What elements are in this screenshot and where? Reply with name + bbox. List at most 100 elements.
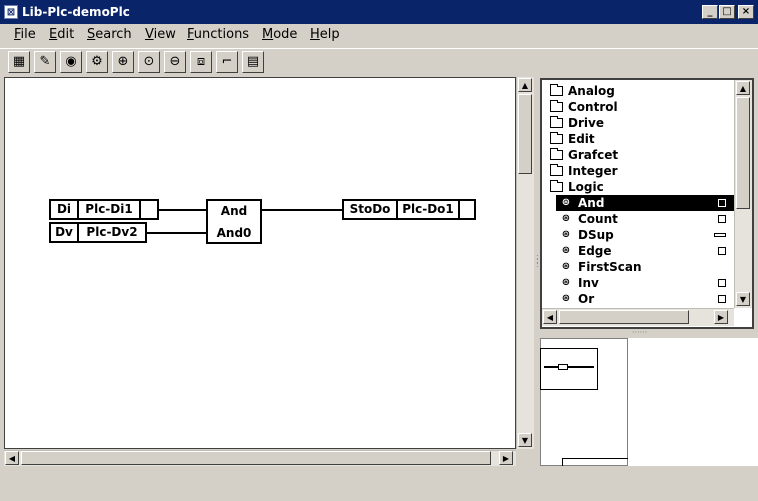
zoom-out-icon[interactable]: ⊖ <box>164 51 186 73</box>
folder-icon <box>550 116 563 128</box>
scroll-right-icon[interactable]: ▶ <box>499 451 513 465</box>
dv-node[interactable]: Dv Plc-Dv2 <box>49 222 147 243</box>
navigator-viewport[interactable] <box>540 348 598 390</box>
palette-item-label: Count <box>578 212 618 226</box>
grid-icon[interactable]: ▦ <box>8 51 30 73</box>
menu-functions[interactable]: Functions <box>187 27 250 42</box>
palette-folder-control[interactable]: Control <box>542 99 734 115</box>
node-object-label: Plc-Do1 <box>398 201 460 218</box>
palette-tree[interactable]: Analog Control Drive Edit Grafcet Intege… <box>540 78 754 329</box>
menu-mode[interactable]: Mode <box>262 27 298 42</box>
scroll-left-icon[interactable]: ◀ <box>543 310 557 324</box>
stodo-node[interactable]: StoDo Plc-Do1 <box>342 199 476 220</box>
palette-item-label: Control <box>568 100 618 114</box>
app-logo-icon[interactable]: ⊠ <box>4 5 18 19</box>
palette-folder-edit[interactable]: Edit <box>542 131 734 147</box>
eye-icon[interactable]: ◉ <box>60 51 82 73</box>
palette-item-or[interactable]: ⊛ Or <box>556 291 734 307</box>
palette-horizontal-scrollbar[interactable]: ◀ ▶ <box>542 308 734 326</box>
close-icon[interactable]: × <box>738 5 754 19</box>
scroll-left-icon[interactable]: ◀ <box>5 451 19 465</box>
folder-icon <box>550 100 563 112</box>
scroll-thumb[interactable] <box>736 97 750 209</box>
palette-item-label: DSup <box>578 228 614 242</box>
node-type-label: Dv <box>51 224 79 241</box>
palette-folder-analog[interactable]: Analog <box>542 83 734 99</box>
vertical-splitter-handle[interactable]: ::: <box>536 252 539 269</box>
palette-item-label: And <box>578 196 605 210</box>
palette-folder-drive[interactable]: Drive <box>542 115 734 131</box>
edge-symbol-icon <box>718 247 726 255</box>
node-pin[interactable] <box>141 201 157 218</box>
connection-wire[interactable] <box>159 209 206 211</box>
pane-splitter-handle[interactable]: ······ <box>632 328 648 337</box>
function-object-icon: ⊛ <box>561 229 571 240</box>
function-object-icon: ⊛ <box>561 277 571 288</box>
and-node[interactable]: And And0 <box>206 199 262 244</box>
info-icon[interactable]: ▤ <box>242 51 264 73</box>
menu-search[interactable]: Search <box>87 27 132 42</box>
canvas-vertical-scrollbar[interactable]: ▲ ▼ <box>516 77 534 449</box>
palette-vertical-scrollbar[interactable]: ▲ ▼ <box>734 80 752 308</box>
palette-folder-logic[interactable]: Logic <box>542 179 734 195</box>
minimize-icon[interactable]: _ <box>702 5 718 19</box>
plc-editor-canvas[interactable]: Di Plc-Di1 Dv Plc-Dv2 And And0 StoDo Plc… <box>4 77 516 449</box>
node-pin[interactable] <box>460 201 474 218</box>
scroll-right-icon[interactable]: ▶ <box>714 310 728 324</box>
title-bar[interactable]: ⊠ Lib-Plc-demoPlc _ □ × <box>0 0 758 24</box>
step-icon[interactable]: ⌐ <box>216 51 238 73</box>
function-object-icon: ⊛ <box>561 293 571 304</box>
function-object-icon: ⊛ <box>561 213 571 224</box>
scroll-down-icon[interactable]: ▼ <box>736 292 750 306</box>
palette-folder-integer[interactable]: Integer <box>542 163 734 179</box>
palette-item-dsup[interactable]: ⊛ DSup <box>556 227 734 243</box>
navigator-diagram-preview <box>562 458 628 466</box>
palette-item-inv[interactable]: ⊛ Inv <box>556 275 734 291</box>
component-icon[interactable]: ⧈ <box>190 51 212 73</box>
palette-item-label: Or <box>578 292 595 306</box>
zoom-reset-icon[interactable]: ⊙ <box>138 51 160 73</box>
dsup-symbol-icon <box>714 233 726 237</box>
inv-symbol-icon <box>718 279 726 287</box>
palette-item-edge[interactable]: ⊛ Edge <box>556 243 734 259</box>
folder-icon <box>550 84 563 96</box>
status-bar <box>0 466 758 501</box>
count-symbol-icon <box>718 215 726 223</box>
maximize-icon[interactable]: □ <box>719 5 735 19</box>
function-object-icon: ⊛ <box>561 261 571 272</box>
or-symbol-icon <box>718 295 726 303</box>
palette-item-label: Integer <box>568 164 618 178</box>
scroll-up-icon[interactable]: ▲ <box>518 78 532 92</box>
menu-edit[interactable]: Edit <box>49 27 75 42</box>
palette-item-count[interactable]: ⊛ Count <box>556 211 734 227</box>
palette-item-label: Logic <box>568 180 604 194</box>
folder-icon <box>550 148 563 160</box>
scroll-up-icon[interactable]: ▲ <box>736 81 750 95</box>
scroll-down-icon[interactable]: ▼ <box>518 433 532 447</box>
palette-item-firstscan[interactable]: ⊛ FirstScan <box>556 259 734 275</box>
palette-item-and[interactable]: ⊛ And <box>556 195 734 211</box>
navigator-diagram-preview <box>544 366 594 368</box>
palette-item-label: Edge <box>578 244 612 258</box>
scroll-thumb[interactable] <box>21 451 491 465</box>
menu-view[interactable]: View <box>145 27 176 42</box>
and-symbol-icon <box>718 199 726 207</box>
node-object-label: Plc-Dv2 <box>86 225 138 239</box>
menu-help[interactable]: Help <box>310 27 340 42</box>
menu-file[interactable]: File <box>14 27 36 42</box>
scroll-thumb[interactable] <box>518 94 532 174</box>
gear-icon[interactable]: ⚙ <box>86 51 108 73</box>
folder-icon <box>550 132 563 144</box>
pencil-icon[interactable]: ✎ <box>34 51 56 73</box>
palette-folder-grafcet[interactable]: Grafcet <box>542 147 734 163</box>
canvas-horizontal-scrollbar[interactable]: ◀ ▶ <box>4 450 516 466</box>
di-node[interactable]: Di Plc-Di1 <box>49 199 159 220</box>
connection-wire[interactable] <box>147 232 206 234</box>
node-type-label: Di <box>51 201 79 218</box>
zoom-in-icon[interactable]: ⊕ <box>112 51 134 73</box>
scroll-thumb[interactable] <box>559 310 689 324</box>
node-type-label: And <box>220 204 248 218</box>
toolbar: ▦ ✎ ◉ ⚙ ⊕ ⊙ ⊖ ⧈ ⌐ ▤ <box>0 48 758 76</box>
navigator-overview[interactable] <box>540 338 758 466</box>
connection-wire[interactable] <box>262 209 342 211</box>
